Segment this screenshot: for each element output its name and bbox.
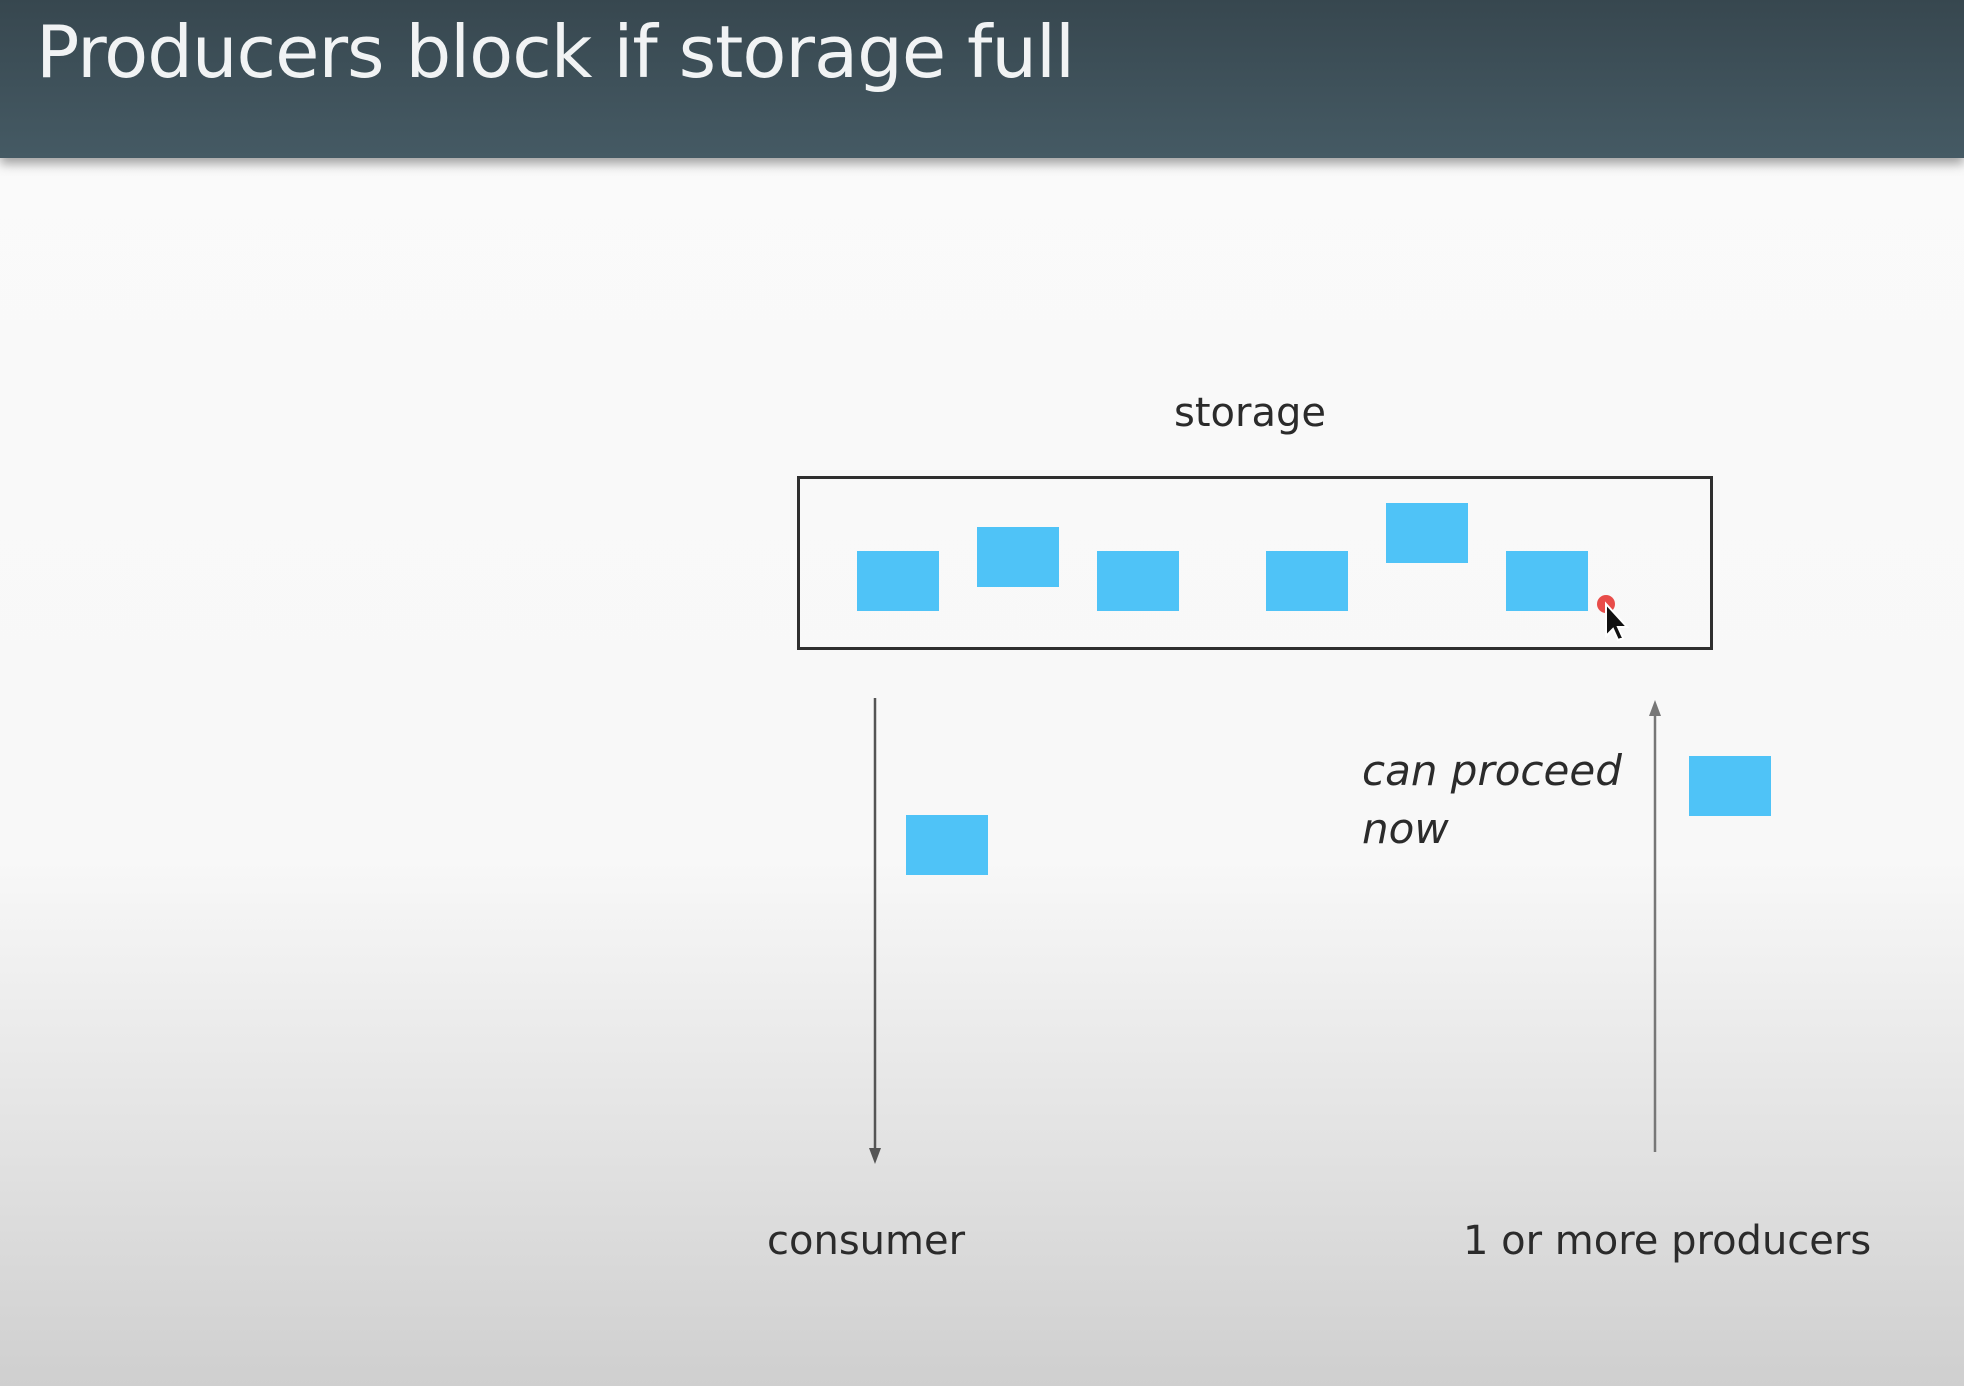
- proceed-note-line1: can proceed: [1362, 746, 1622, 795]
- proceed-note-line2: now: [1362, 804, 1449, 853]
- proceed-note: can proceed now: [1362, 742, 1622, 858]
- slide-title: Producers block if storage full: [36, 10, 1075, 94]
- producers-label: 1 or more producers: [1463, 1218, 1872, 1264]
- storage-item: [1266, 551, 1348, 611]
- storage-item: [857, 551, 939, 611]
- storage-label: storage: [1174, 390, 1326, 436]
- storage-box: [797, 476, 1713, 650]
- consumer-label: consumer: [767, 1218, 966, 1264]
- producer-arrow: [1649, 700, 1661, 1152]
- mouse-pointer-icon: [1597, 595, 1630, 642]
- storage-item: [1386, 503, 1468, 563]
- consumed-item: [906, 815, 988, 875]
- storage-item: [1506, 551, 1588, 611]
- incoming-item: [1689, 756, 1771, 816]
- slide-title-bar: Producers block if storage full: [0, 0, 1964, 158]
- storage-item: [977, 527, 1059, 587]
- storage-item: [1097, 551, 1179, 611]
- consumer-arrow: [869, 698, 881, 1164]
